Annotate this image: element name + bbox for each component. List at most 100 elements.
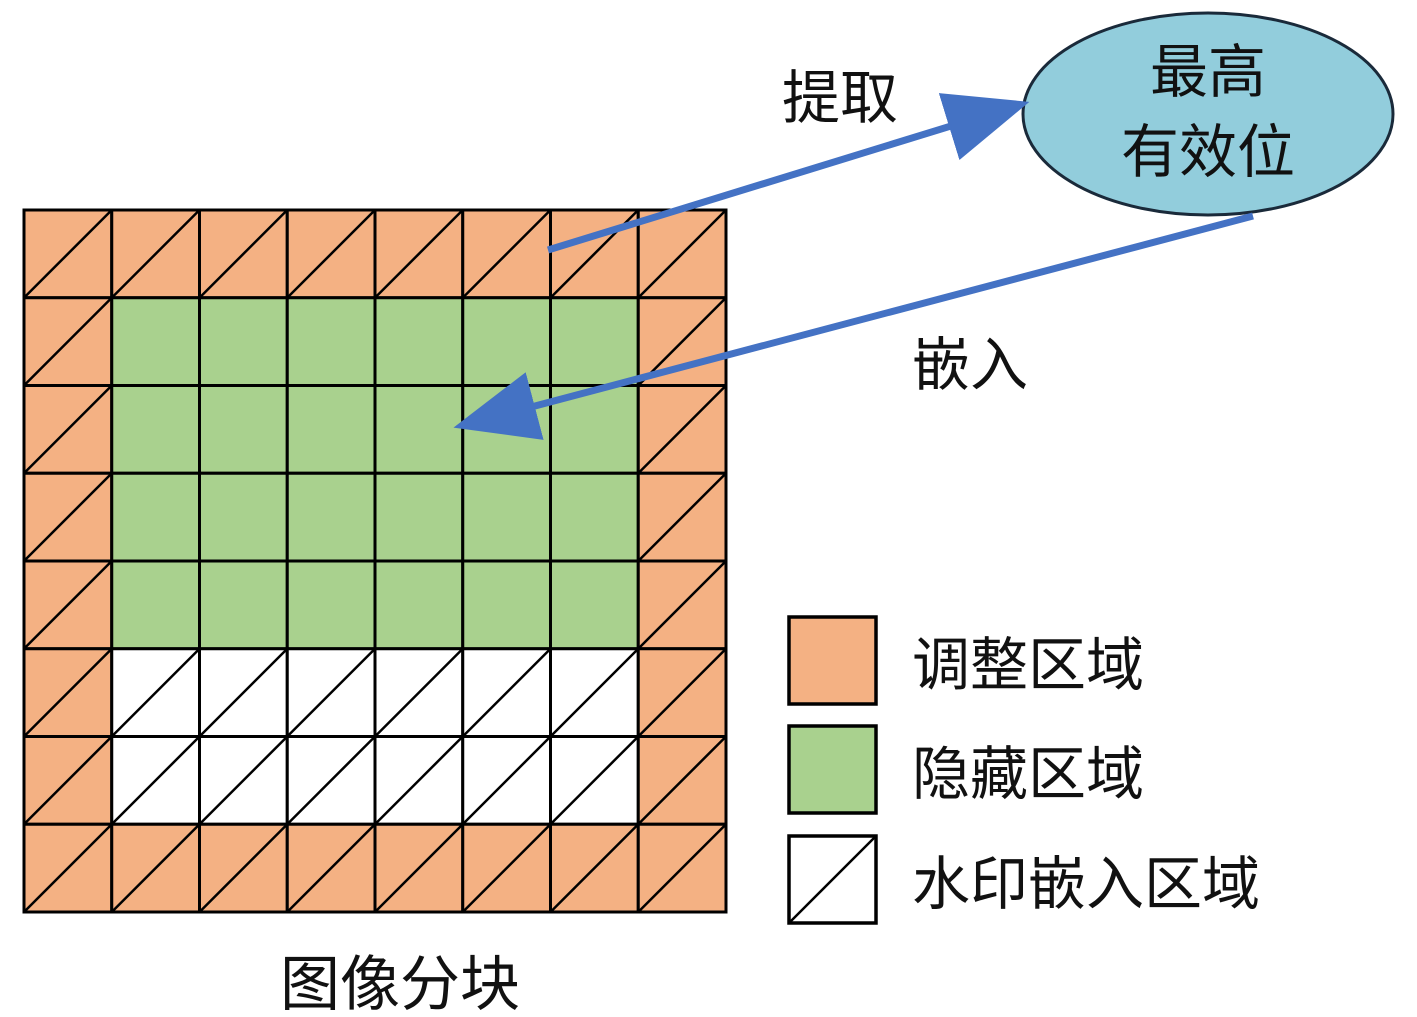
- grid-cell-fill: [110, 471, 201, 563]
- diagonal-line-icon: [286, 735, 376, 826]
- grid-cell-fill: [285, 296, 377, 387]
- diagonal-line-icon: [637, 209, 727, 299]
- grid-cell-watermark: [110, 735, 201, 826]
- grid-cell-hide: [285, 471, 377, 563]
- grid-cell-fill: [549, 559, 640, 651]
- diagonal-line-icon: [549, 647, 640, 738]
- grid-cell-fill: [549, 471, 640, 563]
- grid-cell-fill: [373, 471, 465, 563]
- image-blocks-caption: 图像分块: [280, 950, 520, 1017]
- legend-label-hide: 隐藏区域: [912, 740, 1144, 808]
- grid-cell-fill: [373, 296, 465, 387]
- embed-label: 嵌入: [912, 331, 1028, 399]
- grid-cell-adjust: [22, 822, 114, 914]
- grid-cell-watermark: [285, 735, 377, 826]
- grid-cell-hide: [285, 384, 377, 475]
- grid-cell-fill: [285, 559, 377, 651]
- diagonal-line-icon: [461, 647, 552, 738]
- diagonal-line-icon: [637, 735, 727, 826]
- grid-cell-hide: [110, 559, 201, 651]
- grid-cell-adjust: [636, 384, 728, 475]
- grid-cell-watermark: [373, 735, 465, 826]
- grid-cell-fill: [461, 471, 552, 563]
- diagonal-line-icon: [286, 823, 376, 913]
- grid-cell-hide: [198, 471, 289, 563]
- grid-cell-fill: [198, 384, 289, 475]
- grid-cell-hide: [373, 296, 465, 387]
- grid-cell-adjust: [22, 471, 114, 563]
- diagonal-line-icon: [549, 735, 640, 826]
- grid-cell-adjust: [198, 208, 289, 300]
- grid-cell-adjust: [110, 822, 201, 914]
- grid-cell-fill: [549, 296, 640, 387]
- grid-cell-fill: [461, 384, 552, 475]
- grid-cell-watermark: [373, 647, 465, 738]
- diagonal-line-icon: [110, 823, 201, 913]
- grid-cell-watermark: [110, 647, 201, 738]
- grid-cell-watermark: [549, 647, 640, 738]
- grid-cell-hide: [110, 296, 201, 387]
- grid-cell-adjust: [22, 296, 114, 387]
- msb-ellipse: 最高 有效位: [1021, 11, 1395, 217]
- grid-cell-hide: [373, 559, 465, 651]
- diagonal-line-icon: [23, 823, 113, 913]
- grid-cell-hide: [549, 471, 640, 563]
- msb-label-line1: 最高: [1150, 38, 1266, 106]
- diagonal-line-icon: [637, 823, 727, 913]
- diagonal-line-icon: [198, 735, 289, 826]
- grid-cell-adjust: [22, 559, 114, 651]
- diagonal-line-icon: [23, 209, 113, 299]
- grid-cell-hide: [285, 559, 377, 651]
- grid-cell-hide: [461, 471, 552, 563]
- diagonal-line-icon: [374, 823, 464, 913]
- grid-cell-watermark: [549, 735, 640, 826]
- grid-cell-hide: [549, 296, 640, 387]
- grid-cell-fill: [198, 296, 289, 387]
- diagonal-line-icon: [461, 735, 552, 826]
- grid-cell-adjust: [636, 822, 728, 914]
- grid-cell-adjust: [373, 208, 465, 300]
- grid-cell-adjust: [636, 735, 728, 826]
- grid-cell-adjust: [636, 208, 728, 300]
- diagonal-line-icon: [110, 647, 201, 738]
- diagonal-line-icon: [286, 209, 376, 299]
- grid-cell-adjust: [636, 471, 728, 563]
- diagonal-line-icon: [23, 647, 113, 738]
- diagonal-line-icon: [788, 835, 877, 924]
- diagonal-line-icon: [637, 472, 727, 562]
- diagonal-line-icon: [23, 735, 113, 826]
- legend-item-adjust: 调整区域: [787, 615, 1144, 706]
- grid-cell-adjust: [110, 208, 201, 300]
- grid-cell-hide: [461, 296, 552, 387]
- grid-cell-hide: [285, 296, 377, 387]
- grid-cell-adjust: [22, 647, 114, 738]
- diagonal-line-icon: [461, 823, 552, 913]
- legend-item-watermark: 水印嵌入区域: [787, 834, 1260, 925]
- grid-cell-adjust: [198, 822, 289, 914]
- legend-item-hide: 隐藏区域: [787, 724, 1144, 815]
- grid-cell-fill: [373, 384, 465, 475]
- diagonal-line-icon: [23, 384, 113, 475]
- grid-cell-hide: [110, 471, 201, 563]
- embed-arrow: [453, 212, 1254, 440]
- grid-cell-hide: [198, 559, 289, 651]
- grid-cell-adjust: [22, 384, 114, 475]
- diagonal-line-icon: [198, 823, 289, 913]
- grid-cell-adjust: [22, 208, 114, 300]
- diagonal-line-icon: [637, 296, 727, 387]
- diagonal-line-icon: [637, 647, 727, 738]
- diagonal-line-icon: [374, 735, 464, 826]
- grid-cell-hide: [198, 384, 289, 475]
- image-block-grid: [22, 208, 728, 914]
- grid-cell-watermark: [198, 735, 289, 826]
- legend-label-adjust: 调整区域: [912, 631, 1144, 699]
- diagonal-line-icon: [23, 472, 113, 562]
- grid-cell-hide: [198, 296, 289, 387]
- grid-cell-adjust: [461, 208, 552, 300]
- diagonal-line-icon: [198, 209, 289, 299]
- grid-cell-adjust: [636, 647, 728, 738]
- legend-swatch-adjust: [787, 615, 878, 706]
- legend-label-watermark: 水印嵌入区域: [912, 850, 1260, 918]
